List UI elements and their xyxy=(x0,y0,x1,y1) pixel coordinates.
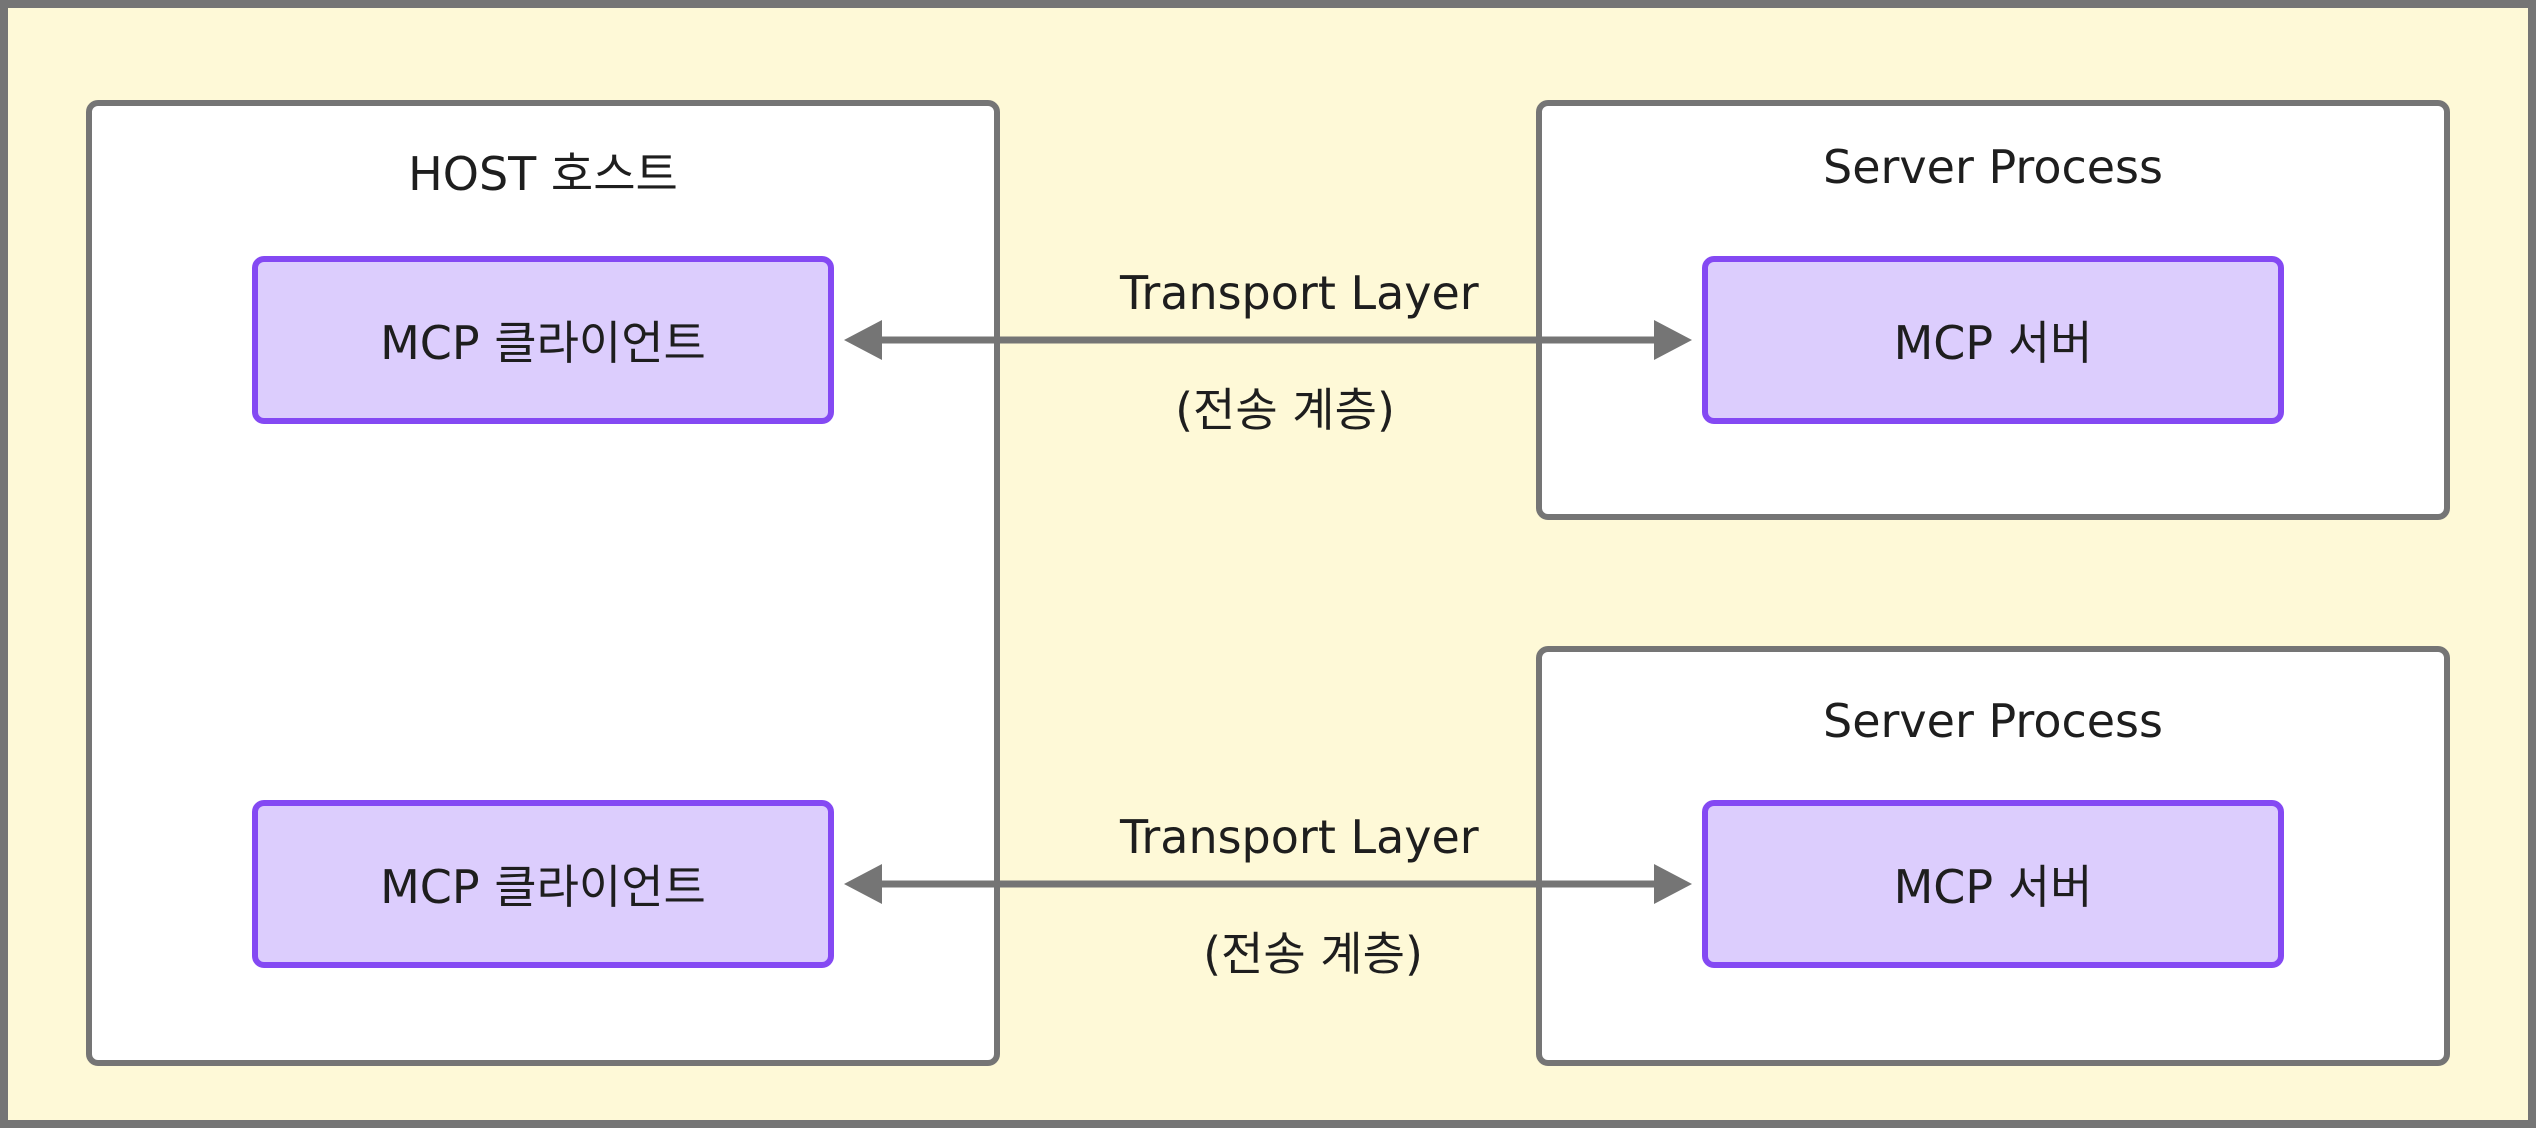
transport-layer-label-2: Transport Layer xyxy=(1120,810,1479,864)
mcp-server-2: MCP 서버 xyxy=(1702,800,2284,968)
transport-layer-sublabel-2: (전송 계층) xyxy=(1203,927,1423,981)
mcp-client-1: MCP 클라이언트 xyxy=(252,256,834,424)
transport-layer-sublabel-1: (전송 계층) xyxy=(1175,383,1395,437)
mcp-server-1: MCP 서버 xyxy=(1702,256,2284,424)
mcp-client-2: MCP 클라이언트 xyxy=(252,800,834,968)
server-process-title-2: Server Process xyxy=(1823,694,2163,748)
server-process-title-1: Server Process xyxy=(1823,140,2163,194)
transport-layer-label-1: Transport Layer xyxy=(1120,266,1479,320)
host-title: HOST 호스트 xyxy=(408,147,678,201)
